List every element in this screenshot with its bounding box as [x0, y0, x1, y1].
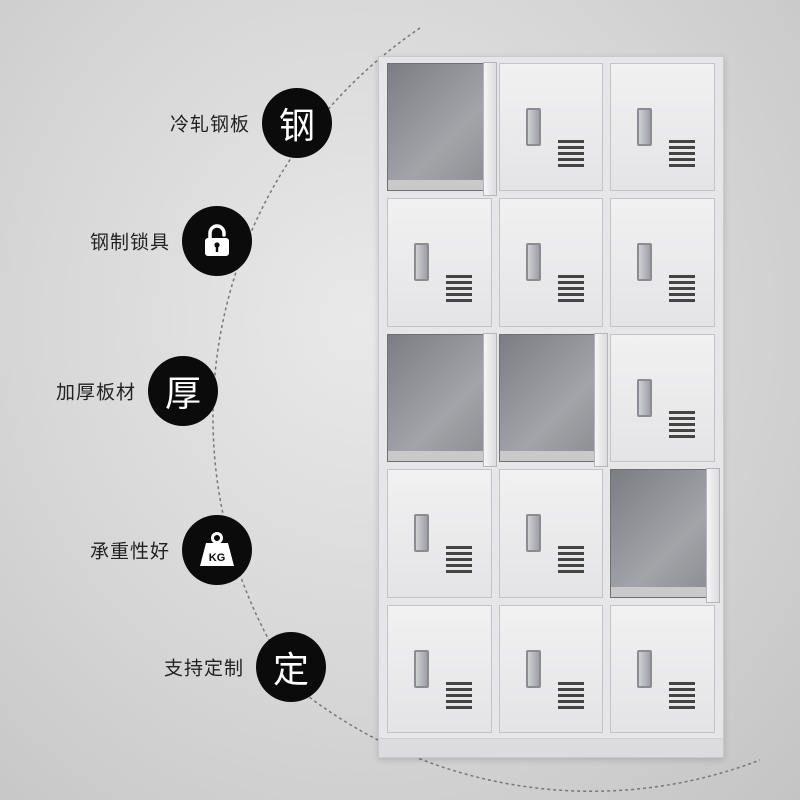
locker-door-closed: [387, 604, 492, 733]
door-handle-icon: [637, 108, 653, 146]
locker-compartment-open: [610, 468, 720, 603]
locker-door-closed: [610, 333, 715, 463]
compartment-floor: [499, 451, 603, 462]
door-handle-icon: [525, 108, 541, 146]
vent-slots-icon: [669, 681, 696, 710]
door-handle-icon: [525, 243, 541, 282]
vent-slots-icon: [446, 546, 472, 575]
vent-slots-icon: [557, 681, 584, 710]
badge-text: 厚: [164, 374, 201, 415]
door-handle-icon: [525, 649, 541, 688]
door-handle-icon: [414, 514, 429, 553]
locker-door-closed: [610, 604, 715, 733]
lock-badge: [182, 206, 252, 276]
open-door-leaf: [482, 62, 497, 197]
feature-label: 支持定制: [163, 657, 244, 680]
door-handle-icon: [637, 378, 653, 417]
compartment-floor: [388, 451, 491, 462]
weight-badge: KG: [182, 515, 252, 585]
locker-door-closed: [387, 198, 492, 327]
vent-slots-icon: [669, 140, 696, 168]
open-door-leaf: [594, 332, 609, 468]
door-handle-icon: [414, 243, 429, 282]
locker-compartment-open: [498, 332, 609, 468]
locker-door-closed: [610, 198, 715, 327]
lock-icon: [205, 224, 229, 256]
vent-slots-icon: [557, 546, 584, 575]
feature-load-bearing: 承重性好 KG: [0, 515, 252, 585]
locker-door-closed: [498, 198, 604, 327]
locker-compartment-open: [387, 332, 497, 468]
cabinet-base: [379, 738, 723, 757]
locker-door-closed: [610, 63, 715, 192]
vent-slots-icon: [669, 410, 696, 439]
vent-slots-icon: [557, 140, 584, 168]
locker-door-closed: [498, 604, 604, 733]
feature-label: 钢制锁具: [89, 231, 170, 254]
locker-door-closed: [387, 469, 492, 598]
feature-label: 承重性好: [89, 540, 170, 563]
door-handle-icon: [637, 649, 653, 688]
vent-slots-icon: [446, 681, 472, 710]
door-handle-icon: [525, 514, 541, 553]
feature-cold-rolled-steel: 冷轧钢板 钢: [0, 88, 332, 158]
feature-thickened-plate: 加厚板材 厚: [0, 356, 218, 426]
open-door-leaf: [482, 332, 497, 468]
vent-slots-icon: [557, 275, 584, 304]
compartment-floor: [388, 180, 491, 191]
compartment-floor: [611, 586, 714, 597]
locker-compartment-open: [387, 62, 497, 197]
locker-door-closed: [498, 469, 604, 598]
vent-slots-icon: [669, 275, 696, 304]
badge-text: 钢: [278, 106, 315, 147]
vent-slots-icon: [446, 275, 472, 304]
locker-cabinet: [378, 56, 724, 758]
feature-steel-lock: 钢制锁具: [0, 206, 252, 276]
steel-badge: 钢: [262, 88, 332, 158]
door-handle-icon: [637, 243, 653, 282]
feature-customizable: 支持定制 定: [0, 632, 326, 702]
feature-label: 加厚板材: [55, 381, 136, 404]
weight-icon-text: KG: [209, 552, 226, 564]
feature-label: 冷轧钢板: [169, 113, 250, 136]
open-door-leaf: [705, 468, 720, 603]
weight-kg-icon: KG: [200, 532, 234, 566]
locker-door-closed: [498, 63, 604, 192]
custom-badge: 定: [256, 632, 326, 702]
door-handle-icon: [414, 649, 429, 688]
thick-badge: 厚: [148, 356, 218, 426]
badge-text: 定: [272, 650, 309, 691]
